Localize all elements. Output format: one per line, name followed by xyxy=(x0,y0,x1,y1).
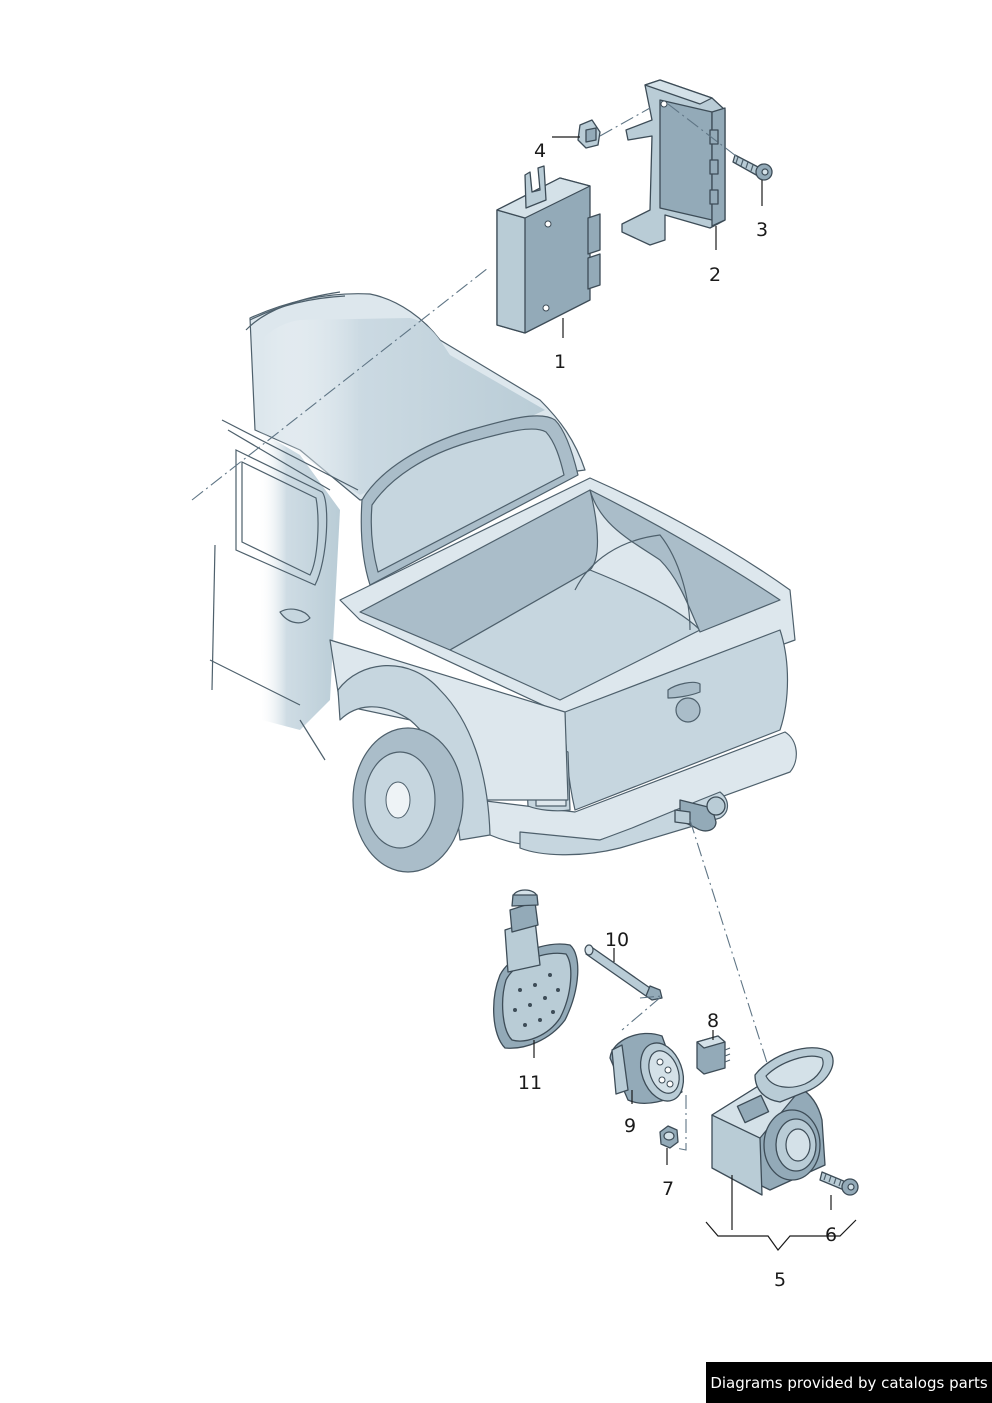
callout-3: 3 xyxy=(756,219,768,241)
callout-labels: 1 2 3 4 5 6 7 8 9 10 11 xyxy=(518,140,837,1291)
footer-credit: Diagrams provided by catalogs parts xyxy=(706,1362,992,1403)
part-7-nut xyxy=(659,1125,679,1149)
part-3-screw xyxy=(732,154,773,181)
leader-lines xyxy=(533,136,857,1251)
callout-6: 6 xyxy=(825,1224,837,1246)
callout-8: 8 xyxy=(707,1010,719,1032)
footer-credit-text: Diagrams provided by catalogs parts xyxy=(710,1373,988,1392)
part-4-clip xyxy=(577,119,601,149)
callout-5: 5 xyxy=(774,1269,786,1291)
pickup-truck-illustration xyxy=(209,291,797,873)
callout-2: 2 xyxy=(709,264,721,286)
part-10-pin xyxy=(584,944,663,1001)
callout-9: 9 xyxy=(624,1115,636,1137)
part-8-module xyxy=(696,1035,731,1075)
part-11-cable-cover xyxy=(493,889,579,1049)
part-1-control-unit xyxy=(496,165,601,334)
part-9-plug-insert xyxy=(609,1032,685,1104)
callout-1: 1 xyxy=(554,351,566,373)
callout-11: 11 xyxy=(518,1072,542,1094)
part-5-socket xyxy=(711,1047,834,1196)
part-2-bracket xyxy=(621,79,726,246)
callout-4: 4 xyxy=(534,140,546,162)
assembly-lines xyxy=(191,103,769,1151)
part-6-screw xyxy=(819,1171,859,1196)
callout-7: 7 xyxy=(662,1178,674,1200)
callout-10: 10 xyxy=(605,929,629,951)
